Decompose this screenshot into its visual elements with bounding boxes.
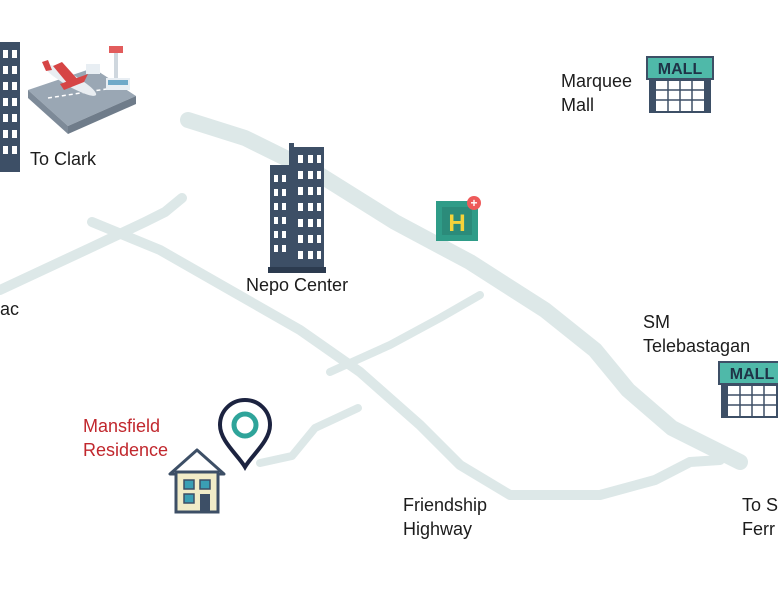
label-left-partial: ac: [0, 299, 20, 319]
label-marquee-mall-line2: Mall: [561, 95, 595, 115]
house-icon: [168, 448, 226, 514]
mall-icon: MALL: [646, 56, 714, 113]
location-pin-icon[interactable]: [216, 397, 274, 471]
hospital-icon: H +: [436, 196, 481, 241]
label-to-san-fernando-line1: To S: [742, 495, 778, 515]
building-icon: [0, 42, 20, 172]
label-sm-line2: Telebastagan: [643, 336, 751, 356]
label-to-san-fernando: To S Ferr: [742, 493, 778, 541]
hospital-plus: +: [470, 196, 477, 210]
hospital-letter: H: [448, 210, 465, 237]
road-connector-lower: [256, 404, 362, 467]
label-mansfield-residence: Mansfield Residence: [83, 414, 168, 462]
road-connector-upper: [326, 291, 484, 376]
label-sm-telebastagan: SM Telebastagan: [643, 310, 750, 358]
mall-icon: MALL: [718, 361, 778, 418]
label-marquee-mall: Marquee Mall: [561, 69, 632, 117]
label-friendship-line2: Highway: [403, 519, 473, 539]
label-mansfield-line1: Mansfield: [83, 416, 161, 436]
label-nepo-center: Nepo Center: [246, 275, 349, 295]
road-main-diagonal: [180, 112, 748, 470]
label-marquee-mall-line1: Marquee: [561, 71, 633, 91]
road-friendship-highway: [87, 217, 725, 500]
label-friendship-highway: Friendship Highway: [403, 493, 487, 541]
road-to-clark-spur: [0, 193, 187, 295]
mall-sign-text: MALL: [658, 61, 703, 78]
airport-icon: [28, 46, 136, 134]
label-to-san-fernando-line2: Ferr: [742, 519, 775, 539]
label-to-clark: To Clark: [30, 149, 97, 169]
nepo-center-building-icon: [268, 143, 326, 273]
label-mansfield-line2: Residence: [83, 440, 169, 460]
label-sm-line1: SM: [643, 312, 670, 332]
label-friendship-line1: Friendship: [403, 495, 488, 515]
mall-sign-text: MALL: [730, 366, 775, 383]
